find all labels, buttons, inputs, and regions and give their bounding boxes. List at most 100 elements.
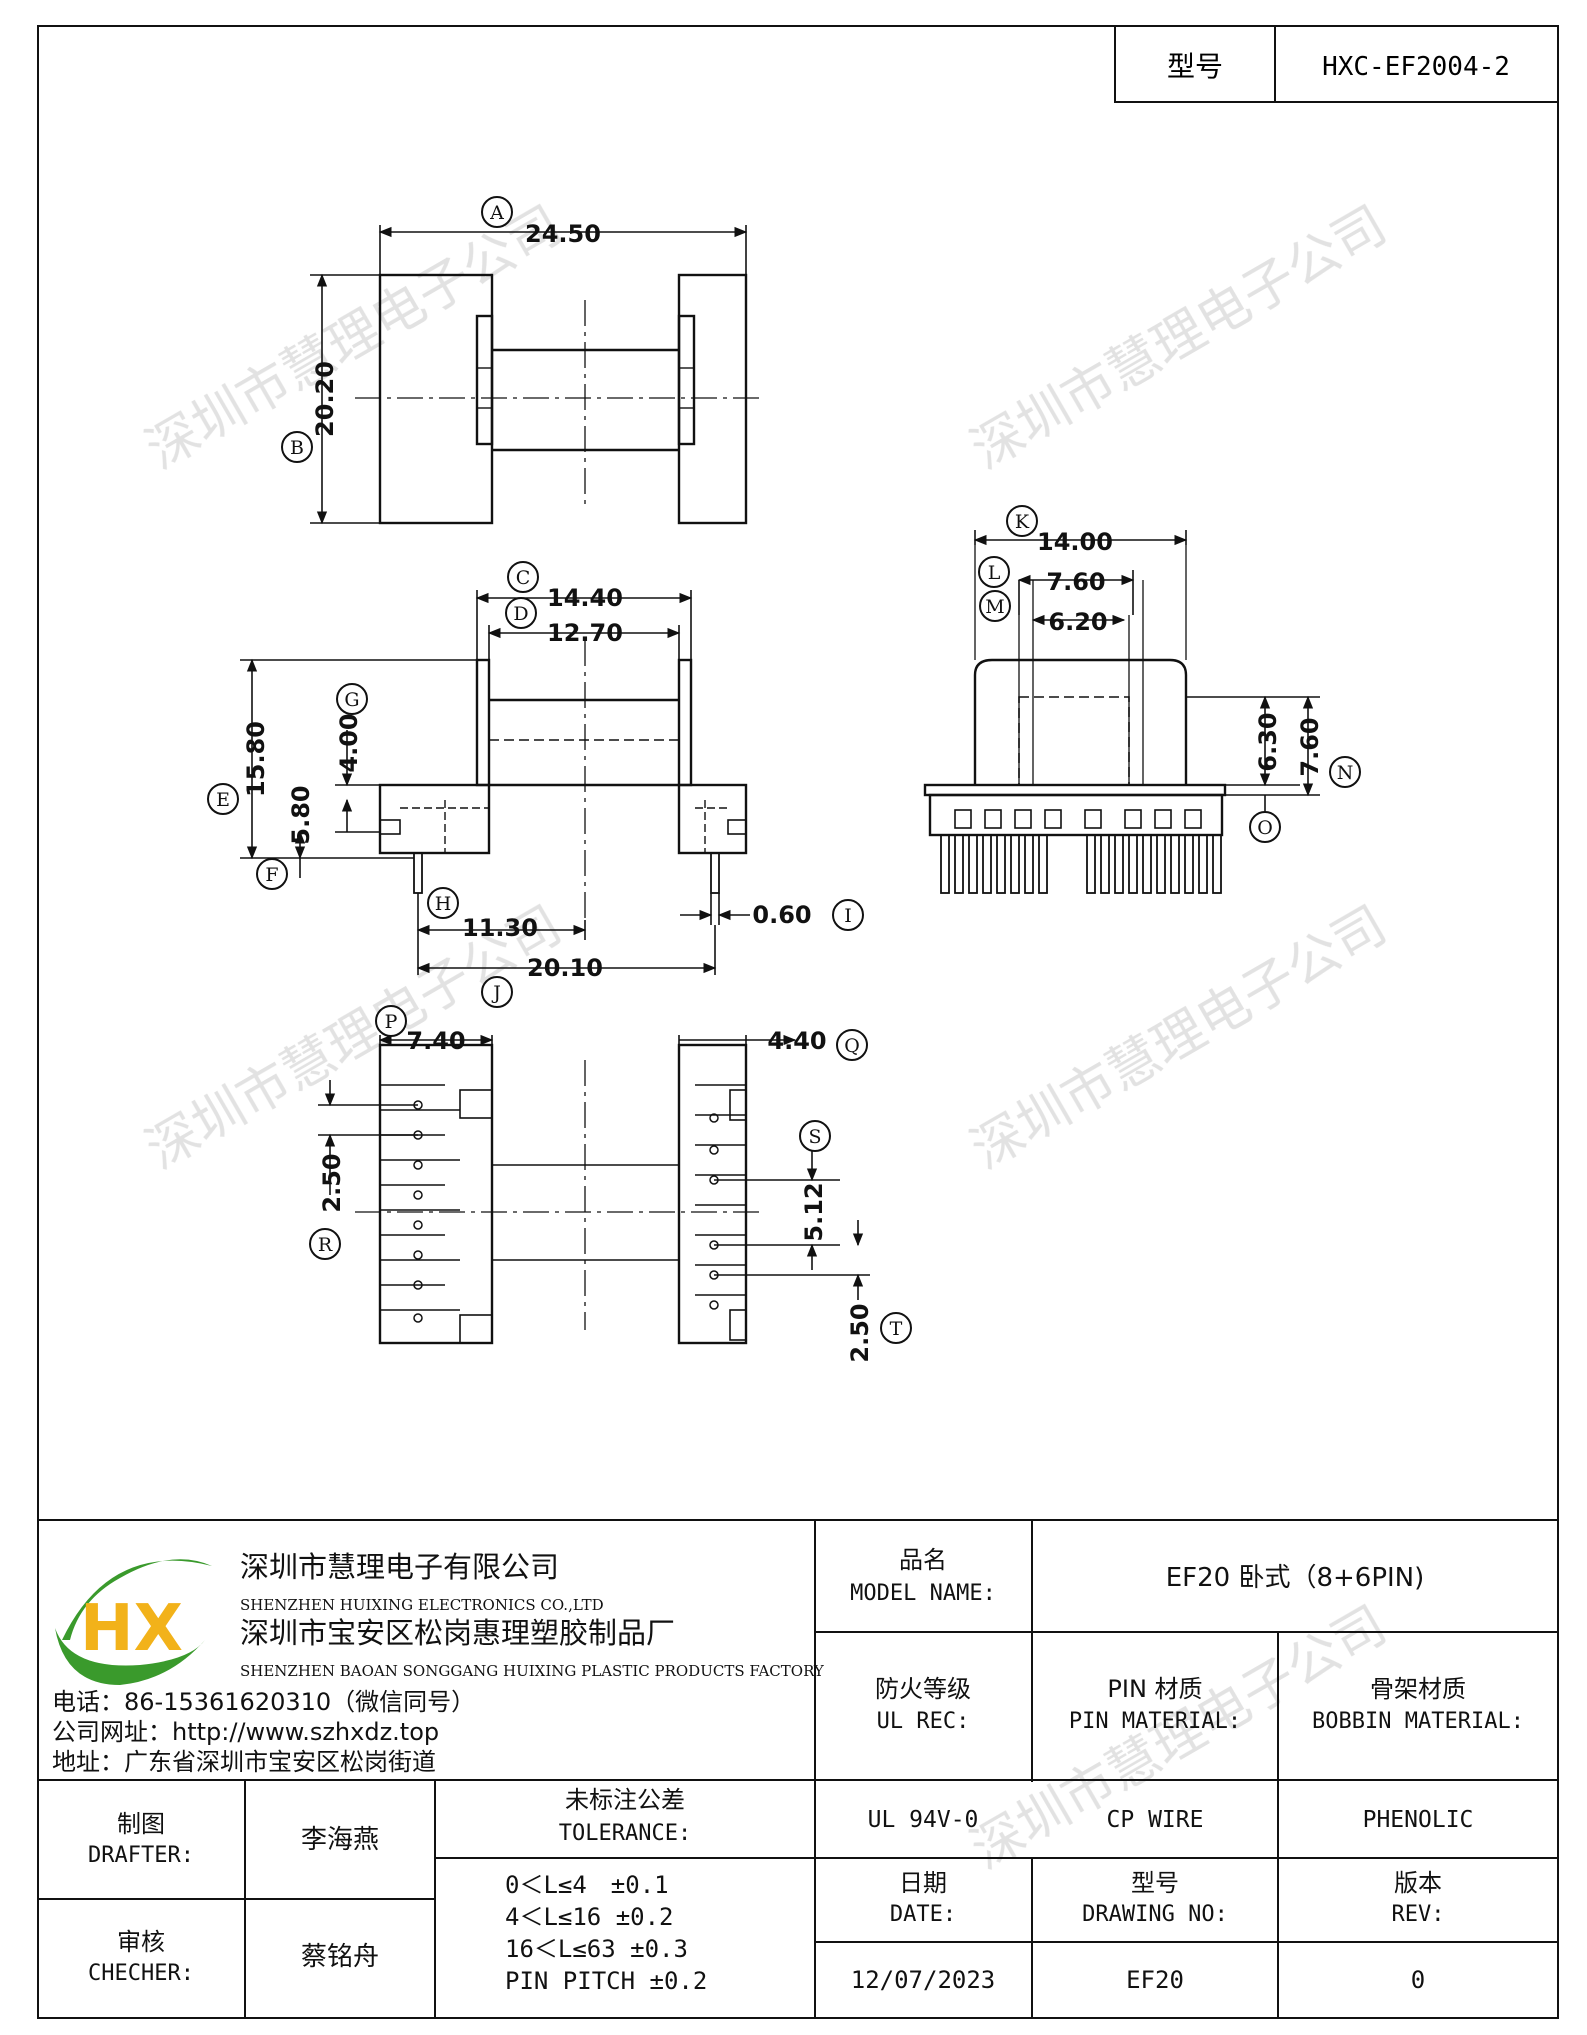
marker-circle	[880, 1312, 912, 1344]
dim-f-value: 5.80	[287, 785, 315, 844]
marker-circle	[836, 1029, 868, 1061]
dim-c-value: 14.40	[547, 584, 623, 612]
company-logo: HX	[55, 1559, 212, 1685]
marker-j: J	[491, 982, 501, 1004]
watermark-text: 深圳市慧理电子公司	[962, 1595, 1397, 1881]
marker-circle	[979, 590, 1011, 622]
marker-circle	[309, 1228, 341, 1260]
watermark-text: 深圳市慧理电子公司	[962, 195, 1397, 481]
tolerance-row: PIN PITCH ±0.2	[505, 1967, 707, 1995]
date-label-en: DATE:	[890, 1902, 956, 1927]
marker-circle	[256, 858, 288, 890]
marker-h: H	[435, 893, 452, 915]
dim-q-value: 4.40	[767, 1027, 826, 1055]
marker-circle	[1249, 811, 1281, 843]
date-value: 12/07/2023	[851, 1966, 996, 1994]
dim-g-value: 4.00	[335, 713, 363, 772]
marker-f: F	[265, 864, 278, 886]
tolerance-label-en: TOLERANCE:	[559, 1821, 691, 1846]
logo-text: HX	[80, 1592, 183, 1666]
company-name-en: SHENZHEN HUIXING ELECTRONICS CO.,LTD	[240, 1596, 604, 1614]
drawing-no-value: EF20	[1126, 1966, 1184, 1994]
technical-drawing	[240, 225, 1320, 1345]
ul-label-en: UL REC:	[877, 1709, 970, 1734]
marker-r: R	[318, 1234, 333, 1256]
marker-a: A	[489, 202, 504, 224]
dim-e-value: 15.80	[242, 721, 270, 797]
marker-t: T	[890, 1318, 903, 1340]
dim-r-value: 2.50	[318, 1153, 346, 1212]
tolerance-row: 0＜L≤4 ±0.1	[505, 1871, 669, 1899]
factory-name-cn: 深圳市宝安区松岗惠理塑胶制品厂	[240, 1616, 675, 1650]
checker-label-cn: 审核	[117, 1928, 165, 1956]
dimension-lines	[240, 225, 1320, 1300]
drafter-name: 李海燕	[301, 1825, 379, 1855]
company-phone: 电话：86-15361620310（微信同号）	[52, 1688, 475, 1716]
dim-d-value: 12.70	[547, 619, 623, 647]
rev-label-cn: 版本	[1394, 1869, 1442, 1897]
factory-name-en: SHENZHEN BAOAN SONGGANG HUIXING PLASTIC …	[240, 1662, 825, 1680]
marker-circle	[481, 196, 513, 228]
company-info: 深圳市慧理电子有限公司 SHENZHEN HUIXING ELECTRONICS…	[52, 1550, 825, 1776]
checker-label-en: CHECHER:	[88, 1961, 194, 1986]
title-block-fields: 品名 MODEL NAME: EF20 卧式（8+6PIN) 防火等级 UL R…	[88, 1546, 1524, 1994]
marker-k: K	[1015, 511, 1030, 533]
marker-m: M	[985, 596, 1004, 618]
marker-d: D	[513, 603, 528, 625]
tolerance-row: 16＜L≤63 ±0.3	[505, 1935, 688, 1963]
marker-n: N	[1337, 762, 1354, 784]
dim-b-value: 20.20	[311, 361, 339, 437]
marker-circle	[281, 431, 313, 463]
dim-h-value: 11.30	[462, 914, 538, 942]
drafter-label-en: DRAFTER:	[88, 1843, 194, 1868]
drawing-no-label-en: DRAWING NO:	[1082, 1902, 1228, 1927]
marker-circle	[336, 683, 368, 715]
pin-label-en: PIN MATERIAL:	[1069, 1709, 1241, 1734]
marker-l: L	[988, 562, 1001, 584]
tolerance-values: 0＜L≤4 ±0.1 4＜L≤16 ±0.2 16＜L≤63 ±0.3 PIN …	[505, 1871, 707, 1995]
rev-value: 0	[1411, 1966, 1425, 1994]
dim-t-value: 2.50	[846, 1303, 874, 1362]
marker-g: G	[344, 689, 359, 711]
bobbin-label-cn: 骨架材质	[1370, 1675, 1466, 1703]
bobbin-label-en: BOBBIN MATERIAL:	[1312, 1709, 1524, 1734]
dim-k-value: 14.00	[1037, 528, 1113, 556]
marker-circle	[799, 1120, 831, 1152]
marker-q: Q	[844, 1035, 860, 1057]
title-block	[38, 1519, 1558, 2018]
header-model-box: 型号 HXC-EF2004-2	[1114, 25, 1559, 103]
dim-i-value: 0.60	[752, 901, 811, 929]
top-view	[355, 273, 760, 525]
side-view	[923, 545, 1227, 894]
tolerance-row: 4＜L≤16 ±0.2	[505, 1903, 674, 1931]
watermark-text: 深圳市慧理电子公司	[962, 895, 1397, 1181]
marker-i: I	[844, 905, 852, 927]
dim-p-value: 7.40	[406, 1027, 465, 1055]
header-model-value: HXC-EF2004-2	[1322, 52, 1510, 82]
marker-e: E	[216, 789, 230, 811]
ul-label-cn: 防火等级	[875, 1675, 971, 1703]
marker-circle	[481, 976, 513, 1008]
date-label-cn: 日期	[899, 1869, 947, 1897]
dim-l-value: 7.60	[1046, 568, 1105, 596]
company-website: 公司网址：http://www.szhxdz.top	[52, 1718, 439, 1746]
pin-label-cn: PIN 材质	[1107, 1675, 1202, 1703]
marker-circle	[978, 556, 1010, 588]
sheet-border	[37, 25, 1559, 2019]
dim-n-value: 7.60	[1296, 717, 1324, 776]
dim-m-value: 6.20	[1048, 608, 1107, 636]
dim-o-value: 6.30	[1254, 712, 1282, 771]
pin-value: CP WIRE	[1107, 1807, 1204, 1833]
marker-circle	[832, 899, 864, 931]
drafter-label-cn: 制图	[117, 1810, 165, 1838]
tolerance-label-cn: 未标注公差	[565, 1786, 685, 1814]
marker-o: O	[1257, 817, 1273, 839]
marker-b: B	[290, 437, 304, 459]
watermark-text: 深圳市慧理电子公司	[137, 195, 572, 481]
marker-circle	[207, 783, 239, 815]
marker-circle	[1329, 756, 1361, 788]
marker-circle	[507, 561, 539, 593]
model-name-value: EF20 卧式（8+6PIN)	[1166, 1563, 1425, 1593]
model-name-label-cn: 品名	[899, 1546, 947, 1574]
